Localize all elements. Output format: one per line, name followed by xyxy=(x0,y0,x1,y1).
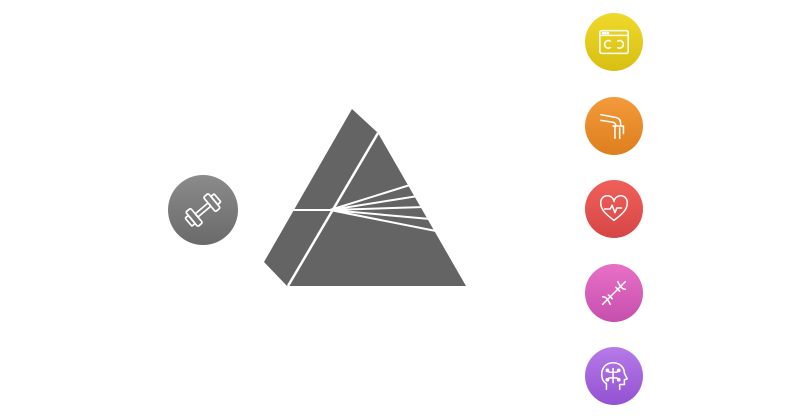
output-circle-knee xyxy=(585,97,643,155)
dispersed-rays xyxy=(329,184,437,232)
output-circle-heart xyxy=(585,180,643,238)
output-circle-brain xyxy=(585,347,643,405)
heartbeat-icon xyxy=(600,195,628,222)
knee-joint-icon xyxy=(600,113,625,140)
brain-head-icon xyxy=(600,362,628,390)
output-circle-browser xyxy=(585,13,643,71)
browser-window-icon xyxy=(599,29,629,55)
dumbbell-icon xyxy=(184,193,222,227)
source-circle xyxy=(168,175,238,245)
prism-body xyxy=(264,109,466,286)
output-circle-dna xyxy=(585,264,643,322)
dna-icon xyxy=(601,280,627,306)
